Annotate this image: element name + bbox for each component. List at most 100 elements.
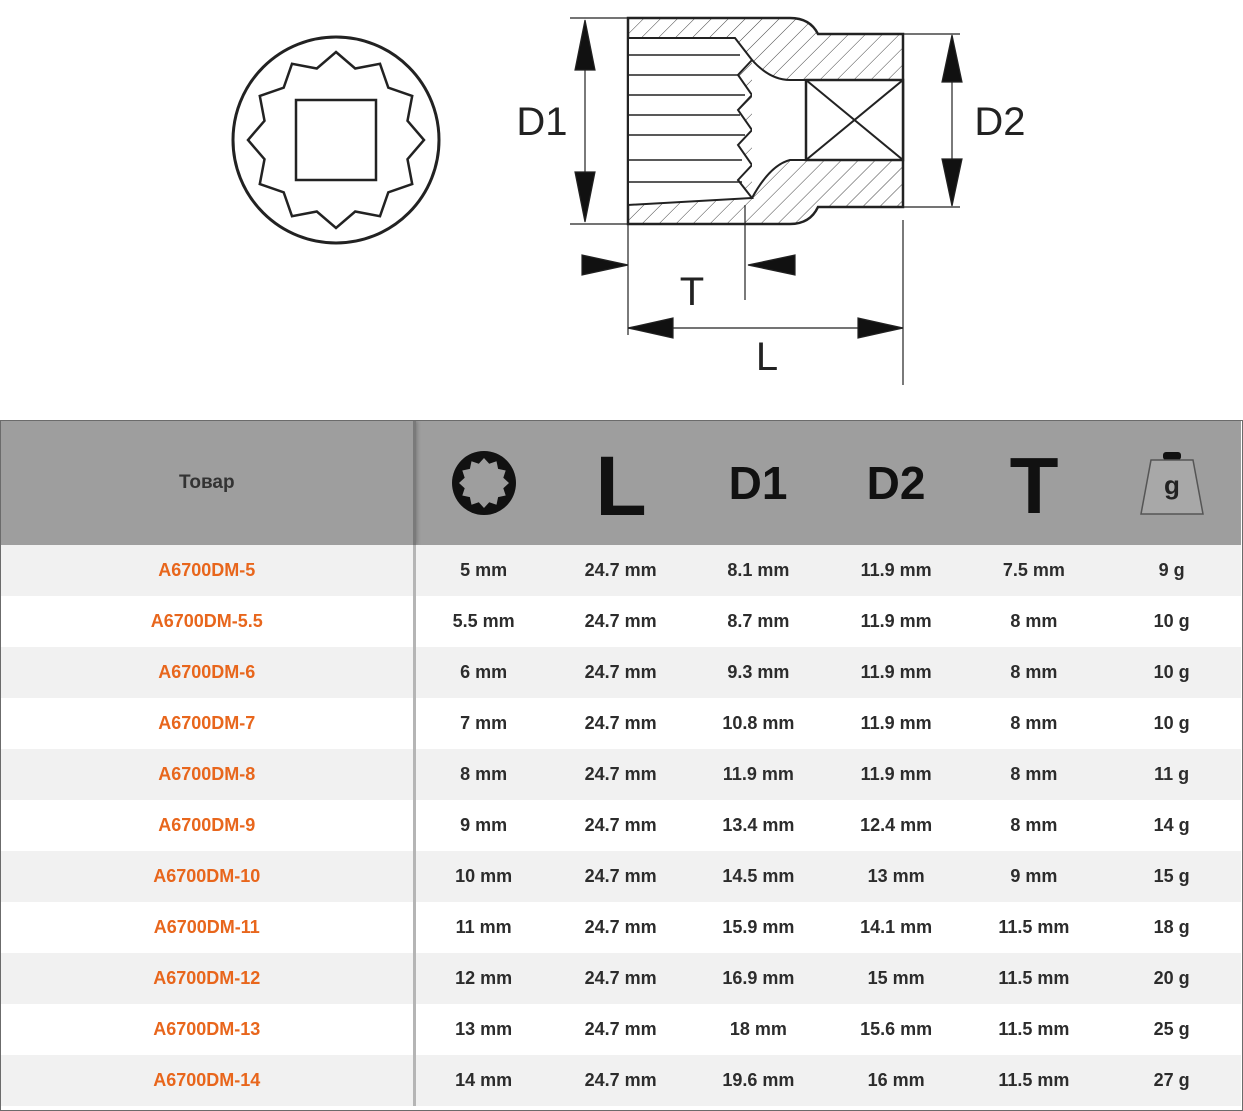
cell-l: 24.7 mm bbox=[584, 968, 657, 988]
cell-t: 11.5 mm bbox=[998, 1019, 1070, 1039]
product-link[interactable]: A6700DM-7 bbox=[1, 698, 416, 749]
label-d2: D2 bbox=[974, 100, 1025, 144]
header-t: T bbox=[965, 421, 1103, 545]
product-table: Товар L D1 bbox=[1, 421, 1242, 1106]
cell-weight: 10 g bbox=[1153, 611, 1190, 631]
product-link[interactable]: A6700DM-14 bbox=[1, 1055, 416, 1106]
spec-table: Товар L D1 bbox=[0, 420, 1243, 1111]
cell-size: 9 mm bbox=[460, 815, 508, 835]
cell-size: 13 mm bbox=[455, 1019, 513, 1039]
label-d1: D1 bbox=[516, 100, 567, 144]
header-product: Товар bbox=[1, 421, 416, 545]
cell-size: 12 mm bbox=[455, 968, 513, 988]
cell-d2: 12.4 mm bbox=[860, 815, 933, 835]
cell-t: 8 mm bbox=[1010, 815, 1058, 835]
svg-text:L: L bbox=[595, 443, 646, 523]
cell-size: 5.5 mm bbox=[452, 611, 515, 631]
cell-size: 6 mm bbox=[460, 662, 508, 682]
header-d2: D2 bbox=[827, 421, 965, 545]
table-row: A6700DM-9 9 mm 24.7 mm 13.4 mm 12.4 mm 8 mm 14… bbox=[1, 800, 1241, 851]
cell-size: 7 mm bbox=[460, 713, 508, 733]
cell-d2: 11.9 mm bbox=[860, 611, 932, 631]
cell-weight: 15 g bbox=[1153, 866, 1190, 886]
cell-d1: 13.4 mm bbox=[722, 815, 795, 835]
cell-size: 5 mm bbox=[460, 560, 508, 580]
cell-d1: 18 mm bbox=[729, 1019, 787, 1039]
product-link[interactable]: A6700DM-5.5 bbox=[1, 596, 416, 647]
cell-weight: 11 g bbox=[1154, 764, 1190, 784]
cell-size: 10 mm bbox=[455, 866, 513, 886]
cell-l: 24.7 mm bbox=[584, 713, 657, 733]
twelve-point-socket-icon bbox=[451, 451, 516, 515]
cell-d2: 11.9 mm bbox=[860, 662, 932, 682]
cell-t: 11.5 mm bbox=[998, 917, 1070, 937]
D2-icon: D2 bbox=[867, 457, 926, 509]
cell-weight: 20 g bbox=[1153, 968, 1190, 988]
cell-weight: 27 g bbox=[1153, 1070, 1190, 1090]
cell-weight: 18 g bbox=[1153, 917, 1190, 937]
header-weight: g bbox=[1103, 421, 1241, 545]
product-link[interactable]: A6700DM-5 bbox=[1, 545, 416, 596]
socket-section-view bbox=[626, 16, 905, 226]
cell-d1: 19.6 mm bbox=[722, 1070, 795, 1090]
technical-drawing: D1 D2 T L bbox=[0, 0, 1243, 420]
product-link[interactable]: A6700DM-12 bbox=[1, 953, 416, 1004]
cell-size: 11 mm bbox=[455, 917, 512, 937]
cell-t: 11.5 mm bbox=[998, 968, 1070, 988]
product-link[interactable]: A6700DM-8 bbox=[1, 749, 416, 800]
cell-t: 9 mm bbox=[1010, 866, 1058, 886]
dimension-lines bbox=[570, 17, 963, 385]
product-link[interactable]: A6700DM-13 bbox=[1, 1004, 416, 1055]
svg-text:T: T bbox=[1009, 443, 1058, 523]
square-drive bbox=[294, 98, 378, 182]
svg-text:D2: D2 bbox=[867, 457, 926, 509]
cell-d2: 11.9 mm bbox=[860, 764, 932, 784]
cell-d1: 15.9 mm bbox=[722, 917, 795, 937]
socket-diagram: D1 D2 T L bbox=[231, 16, 1026, 385]
product-link[interactable]: A6700DM-10 bbox=[1, 851, 416, 902]
cell-d1: 16.9 mm bbox=[722, 968, 795, 988]
cell-d2: 16 mm bbox=[867, 1070, 925, 1090]
cell-l: 24.7 mm bbox=[584, 1019, 657, 1039]
header-size bbox=[414, 421, 552, 545]
cell-l: 24.7 mm bbox=[584, 662, 657, 682]
cell-size: 8 mm bbox=[460, 764, 508, 784]
cell-size: 14 mm bbox=[455, 1070, 513, 1090]
cell-t: 8 mm bbox=[1010, 764, 1058, 784]
D1-icon: D1 bbox=[729, 457, 788, 509]
cell-l: 24.7 mm bbox=[584, 1070, 657, 1090]
cell-d2: 11.9 mm bbox=[860, 713, 932, 733]
length-L-icon: L bbox=[595, 443, 646, 523]
cell-l: 24.7 mm bbox=[584, 815, 657, 835]
cell-d2: 11.9 mm bbox=[860, 560, 932, 580]
cell-l: 24.7 mm bbox=[584, 866, 657, 886]
cell-l: 24.7 mm bbox=[584, 764, 657, 784]
depth-T-icon: T bbox=[1009, 443, 1058, 523]
product-link[interactable]: A6700DM-11 bbox=[1, 902, 416, 953]
svg-text:g: g bbox=[1164, 470, 1180, 500]
cell-t: 8 mm bbox=[1010, 611, 1058, 631]
cell-d2: 15.6 mm bbox=[860, 1019, 933, 1039]
cell-d1: 14.5 mm bbox=[722, 866, 795, 886]
cell-d1: 10.8 mm bbox=[722, 713, 795, 733]
cell-weight: 10 g bbox=[1153, 662, 1190, 682]
product-link[interactable]: A6700DM-9 bbox=[1, 800, 416, 851]
header-l: L bbox=[552, 421, 690, 545]
cell-t: 8 mm bbox=[1010, 713, 1058, 733]
label-l: L bbox=[756, 335, 778, 379]
cell-d2: 14.1 mm bbox=[860, 917, 933, 937]
cell-d1: 9.3 mm bbox=[727, 662, 790, 682]
product-link[interactable]: A6700DM-6 bbox=[1, 647, 416, 698]
cell-weight: 25 g bbox=[1153, 1019, 1190, 1039]
cell-weight: 9 g bbox=[1158, 560, 1185, 580]
cell-t: 7.5 mm bbox=[1002, 560, 1065, 580]
cell-weight: 14 g bbox=[1153, 815, 1190, 835]
weight-g-icon: g bbox=[1139, 452, 1204, 515]
cell-d1: 11.9 mm bbox=[722, 764, 794, 784]
